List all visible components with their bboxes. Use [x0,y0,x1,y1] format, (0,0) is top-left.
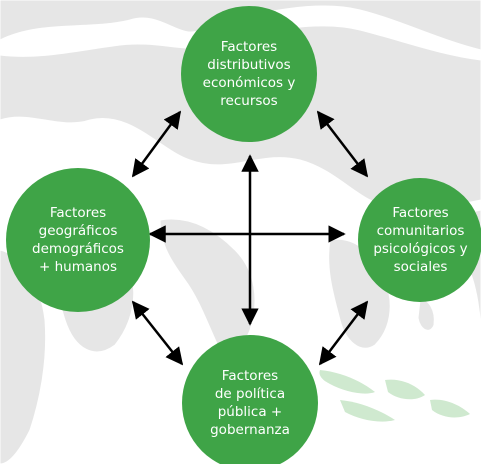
land-indonesia-2 [385,379,425,400]
node-right-circle [358,178,481,302]
node-circles [6,6,481,464]
node-bottom-line-1: Factores [221,368,279,384]
node-left-label: Factores geográficos demográficos + huma… [12,188,144,292]
node-left-line-3: demográficos [32,241,124,257]
land-philippines [417,299,435,331]
node-top-line-3: económicos y [202,75,296,91]
node-right-label: Factores comunitarios psicológicos y soc… [360,188,481,292]
arrow-right-bottom [318,300,369,366]
land-indonesia-1 [319,370,375,394]
node-left-circle [6,168,150,312]
node-bottom-line-2: de política [214,386,286,402]
node-left-line-2: geográficos [38,223,118,239]
node-right-line-3: psicológicos y [373,241,468,257]
node-top-line-4: recursos [220,93,278,109]
arrow-top-right [316,110,369,178]
arrow-top-left [131,110,182,178]
node-left-line-4: + humanos [39,259,117,275]
node-right-line-4: sociales [393,259,448,275]
node-bottom-line-4: gobernanza [210,422,290,438]
node-bottom-line-3: pública + [217,404,283,420]
node-bottom-label: Factores de política pública + gobernanz… [190,351,310,455]
node-top-line-2: distributivos [207,57,291,73]
node-top-circle [181,6,317,142]
node-top-line-1: Factores [220,39,278,55]
node-right-line-2: comunitarios [376,223,465,239]
connector-arrows [131,110,369,366]
land-indonesia-4 [340,400,395,422]
node-left-line-1: Factores [49,205,107,221]
land-india [159,218,256,355]
node-right-line-1: Factores [392,205,449,221]
node-top-label: Factores distributivos económicos y recu… [189,22,309,126]
node-bottom-circle [182,335,318,464]
arrow-left-bottom [131,300,184,366]
land-indonesia-3 [430,399,470,418]
